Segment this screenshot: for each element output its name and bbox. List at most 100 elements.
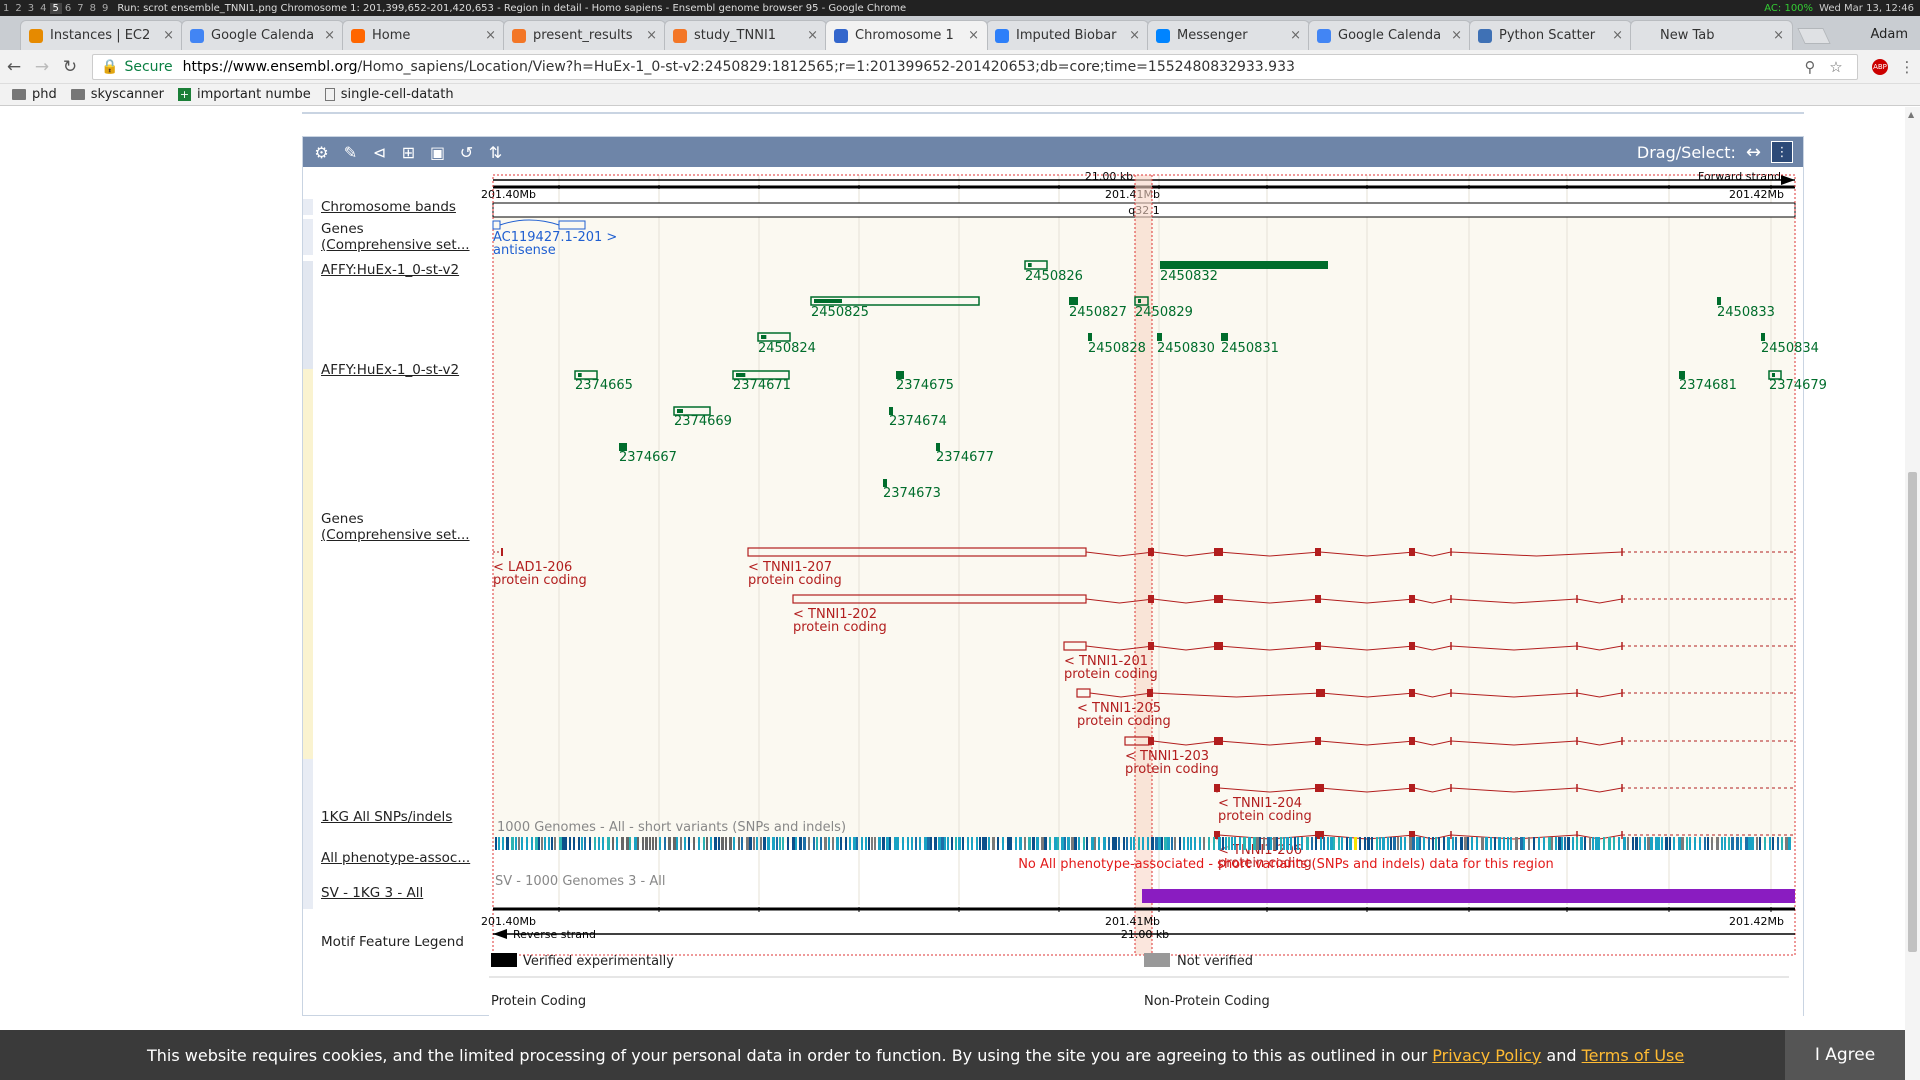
zoom-icon[interactable]: ⚲ bbox=[1804, 57, 1816, 76]
select-mode-icon[interactable]: ⋮ bbox=[1771, 141, 1793, 163]
track-label-snps[interactable]: 1KG All SNPs/indels bbox=[321, 809, 453, 825]
tab-close-icon[interactable]: × bbox=[163, 28, 174, 43]
tab-7[interactable]: Messenger × bbox=[1147, 20, 1310, 50]
tab-4[interactable]: study_TNNI1× bbox=[664, 20, 827, 50]
terms-of-use-link[interactable]: Terms of Use bbox=[1581, 1045, 1685, 1065]
probe-feature: 2374671 bbox=[732, 370, 791, 393]
bookmark-0[interactable]: phd bbox=[12, 87, 57, 102]
probe-label: 2374675 bbox=[896, 378, 954, 393]
tab-2[interactable]: Home × bbox=[342, 20, 505, 50]
tab-close-icon[interactable]: × bbox=[646, 28, 657, 43]
tab-close-icon[interactable]: × bbox=[1451, 28, 1462, 43]
genome-browser-canvas[interactable]: 21.00 kb Forward strand 201.40Mb 201.41M… bbox=[481, 167, 1827, 1017]
lock-icon: 🔒 bbox=[101, 58, 119, 75]
probe-feature: 2374667 bbox=[619, 443, 677, 465]
forward-icon[interactable]: → bbox=[34, 56, 50, 77]
gene-biotype: protein coding bbox=[1218, 809, 1312, 824]
share-icon[interactable]: ⊲ bbox=[372, 142, 387, 162]
settings-icon[interactable]: ⚙ bbox=[314, 142, 329, 162]
bookmark-star-icon[interactable]: ☆ bbox=[1829, 57, 1843, 76]
new-tab-button[interactable] bbox=[1797, 28, 1831, 44]
track-label-affy-fwd[interactable]: AFFY:HuEx-1_0-st-v2 bbox=[321, 262, 460, 278]
legend-verified: Verified experimentally bbox=[523, 954, 674, 969]
adblock-icon[interactable]: ABP bbox=[1872, 58, 1888, 75]
tab-favicon-icon bbox=[1156, 28, 1170, 43]
track-stripe bbox=[303, 759, 313, 909]
drag-mode-icon[interactable]: ↔ bbox=[1745, 141, 1761, 163]
tab-label: Google Calenda bbox=[1338, 28, 1442, 43]
custom-tracks-icon[interactable]: ✎ bbox=[343, 142, 358, 162]
track-label-affy-rev[interactable]: AFFY:HuEx-1_0-st-v2 bbox=[321, 362, 460, 378]
workspace-3[interactable]: 3 bbox=[27, 2, 35, 14]
sv-caption: SV - 1000 Genomes 3 - All bbox=[495, 874, 666, 889]
bookmark-1[interactable]: skyscanner bbox=[70, 87, 164, 102]
workspace-5[interactable]: 5 bbox=[49, 2, 62, 14]
clock: Wed Mar 13, 12:46 bbox=[1819, 2, 1914, 14]
back-icon[interactable]: ← bbox=[6, 56, 22, 77]
url-text: https://www.ensembl.org/Homo_sapiens/Loc… bbox=[182, 58, 1295, 75]
track-stripe bbox=[303, 369, 313, 759]
scroll-up-icon[interactable]: ▲ bbox=[1908, 110, 1915, 119]
probe-feature: 2374665 bbox=[574, 370, 633, 393]
tab-close-icon[interactable]: × bbox=[968, 28, 979, 43]
bookmark-2[interactable]: +important numbe bbox=[178, 87, 311, 102]
export-image-icon[interactable]: ▣ bbox=[429, 142, 446, 162]
workspace-7[interactable]: 7 bbox=[77, 2, 84, 14]
track-label-genes-fwd-set[interactable]: (Comprehensive set... bbox=[321, 237, 470, 253]
gene-biotype: protein coding bbox=[1218, 856, 1312, 871]
workspace-4[interactable]: 4 bbox=[40, 2, 47, 14]
window-title: Run: scrot ensemble_TNNI1.png Chromosome… bbox=[117, 2, 907, 14]
page-scrollbar[interactable]: ▲ bbox=[1905, 107, 1920, 1080]
agree-button[interactable]: I Agree bbox=[1785, 1030, 1905, 1080]
reset-track-order-icon[interactable]: ⇅ bbox=[488, 142, 503, 162]
tab-label: New Tab bbox=[1660, 28, 1715, 43]
bookmark-3[interactable]: single-cell-datath bbox=[324, 87, 454, 102]
tab-close-icon[interactable]: × bbox=[807, 28, 818, 43]
privacy-policy-link[interactable]: Privacy Policy bbox=[1432, 1045, 1542, 1065]
gene-biotype: protein coding bbox=[748, 573, 842, 588]
gene-biotype: protein coding bbox=[1064, 667, 1158, 682]
tab-close-icon[interactable]: × bbox=[1773, 28, 1784, 43]
tab-1[interactable]: Google Calenda× bbox=[181, 20, 344, 50]
scrollbar-thumb[interactable] bbox=[1908, 472, 1917, 952]
address-bar[interactable]: 🔒 Secure https://www.ensembl.org/Homo_sa… bbox=[92, 53, 1858, 80]
menu-icon[interactable]: ⋮ bbox=[1899, 57, 1915, 76]
tab-8[interactable]: Google Calenda × bbox=[1308, 20, 1471, 50]
tab-label: Home bbox=[372, 28, 411, 43]
tab-0[interactable]: Instances | EC2× bbox=[20, 20, 183, 50]
tab-6[interactable]: Imputed Biobar× bbox=[986, 20, 1149, 50]
track-label-phenotype[interactable]: All phenotype-assoc... bbox=[321, 850, 471, 866]
strand-reverse: Reverse strand bbox=[513, 928, 596, 941]
legend-swatch-not-verified bbox=[1144, 953, 1170, 967]
reload-icon[interactable]: ↻ bbox=[62, 56, 78, 77]
workspace-6[interactable]: 6 bbox=[64, 2, 72, 14]
tab-5[interactable]: Chromosome 1× bbox=[825, 20, 988, 50]
workspace-8[interactable]: 8 bbox=[89, 2, 96, 14]
tab-3[interactable]: present_results× bbox=[503, 20, 666, 50]
profile-name[interactable]: Adam bbox=[1870, 27, 1908, 42]
tab-close-icon[interactable]: × bbox=[1129, 28, 1140, 43]
browser-toolbar: ← → ↻ 🔒 Secure https://www.ensembl.org/H… bbox=[0, 50, 1920, 84]
resize-icon[interactable]: ⊞ bbox=[401, 142, 416, 162]
tab-close-icon[interactable]: × bbox=[1290, 28, 1301, 43]
tick-mid-bottom: 201.41Mb bbox=[1105, 915, 1160, 928]
track-label-chromosome-bands[interactable]: Chromosome bands bbox=[321, 199, 456, 215]
tab-label: Messenger bbox=[1177, 28, 1248, 43]
tab-close-icon[interactable]: × bbox=[324, 28, 335, 43]
workspace-2[interactable]: 2 bbox=[15, 2, 22, 14]
tab-10[interactable]: New Tab × bbox=[1630, 20, 1793, 50]
track-label-genes-rev-set[interactable]: (Comprehensive set... bbox=[321, 527, 470, 543]
probe-label: 2374667 bbox=[619, 450, 677, 465]
workspace-9[interactable]: 9 bbox=[102, 2, 109, 14]
drag-select-control: Drag/Select: ↔ ⋮ bbox=[1637, 141, 1803, 163]
reset-configuration-icon[interactable]: ↺ bbox=[459, 142, 474, 162]
workspace-1[interactable]: 1 bbox=[3, 2, 10, 14]
tab-9[interactable]: Python Scatter× bbox=[1469, 20, 1632, 50]
probe-label: 2374677 bbox=[936, 450, 994, 465]
tab-close-icon[interactable]: × bbox=[485, 28, 496, 43]
track-label-sv[interactable]: SV - 1KG 3 - All bbox=[321, 885, 424, 901]
genome-image[interactable]: 21.00 kb Forward strand 201.40Mb 201.41M… bbox=[481, 167, 1827, 1017]
tab-favicon-icon bbox=[995, 28, 1009, 43]
tab-close-icon[interactable]: × bbox=[1612, 28, 1623, 43]
